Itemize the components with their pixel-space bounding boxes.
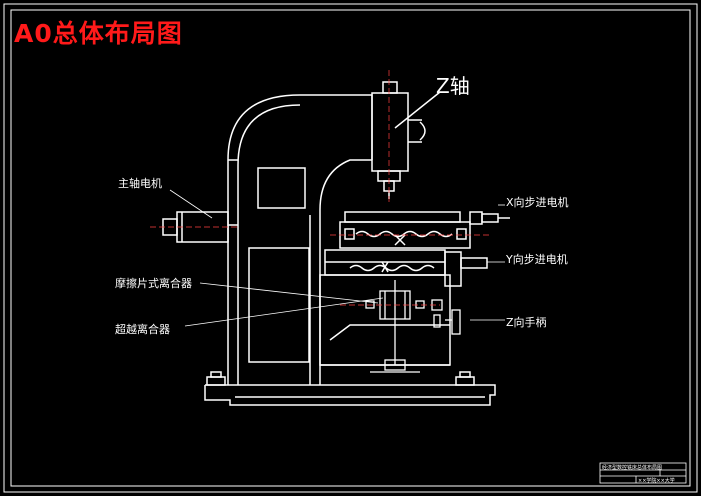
inner-frame — [10, 9, 691, 487]
spindle-head — [371, 81, 441, 199]
spindle-motor-label: 主轴电机 — [118, 177, 162, 190]
overrun-clutch-label: 超越离合器 — [115, 323, 170, 336]
drawing-title: A0总体布局图 — [14, 19, 183, 48]
column — [227, 94, 373, 385]
friction-clutch-label: 摩擦片式离合器 — [115, 277, 192, 290]
z-handwheel-label: Z向手柄 — [506, 316, 547, 329]
leader-lines — [184, 204, 505, 327]
spindle-motor-leader — [169, 189, 213, 219]
machine-base — [204, 371, 496, 406]
title-block-school: ××学院××大学 — [638, 478, 675, 484]
worktable — [339, 211, 510, 249]
z-axis-label: Z轴 — [436, 74, 470, 98]
saddle — [319, 249, 488, 366]
clutch-assembly — [365, 280, 461, 373]
x-motor-label: X向步进电机 — [506, 196, 569, 209]
title-block — [599, 462, 687, 484]
title-block-drawing-name: 经济型数控铣床总体布局图 — [602, 465, 663, 471]
outer-frame — [3, 3, 698, 493]
y-motor-label: Y向步进电机 — [506, 253, 568, 266]
